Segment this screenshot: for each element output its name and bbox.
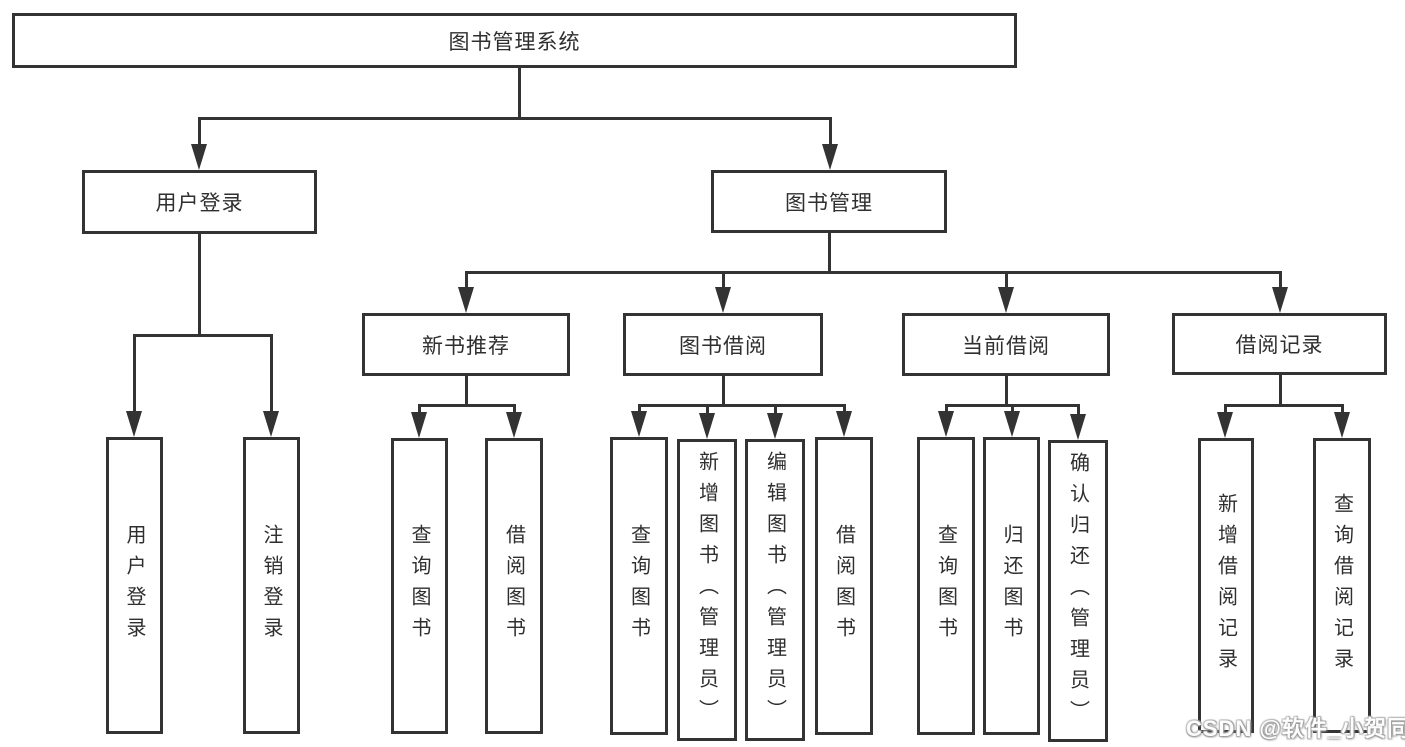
leaf-query-borrow-record: 查询借阅记录 bbox=[1313, 438, 1371, 733]
arrow-down-icon bbox=[1334, 412, 1350, 438]
connector-level3-branch bbox=[465, 271, 1281, 274]
connector-borrowing-records-stem bbox=[1279, 375, 1282, 405]
connector-current-borrowing-stem bbox=[1005, 376, 1008, 405]
node-current-borrowing: 当前借阅 bbox=[902, 313, 1110, 376]
connector-leaf bbox=[843, 404, 846, 411]
connector-leaf bbox=[706, 404, 709, 413]
connector-leaf bbox=[1224, 404, 1227, 412]
leaf-user-login: 用户登录 bbox=[106, 437, 163, 734]
connector-to-new-book bbox=[465, 271, 468, 287]
arrow-down-icon bbox=[631, 411, 647, 437]
node-borrowing-records: 借阅记录 bbox=[1172, 313, 1387, 375]
leaf-borrow-book-recommend: 借阅图书 bbox=[485, 438, 543, 734]
leaf-add-book-admin: 新增图书（管理员） bbox=[677, 439, 737, 741]
arrow-down-icon bbox=[699, 413, 715, 439]
leaf-borrow-book-borrowing: 借阅图书 bbox=[815, 437, 873, 735]
arrow-down-icon bbox=[191, 144, 207, 170]
arrow-down-icon bbox=[767, 413, 783, 439]
connector-leaf bbox=[638, 404, 641, 411]
arrow-down-icon bbox=[715, 287, 731, 313]
connector-new-book-stem bbox=[465, 376, 468, 405]
connector-book-mgmt-stem bbox=[828, 233, 831, 272]
node-root: 图书管理系统 bbox=[12, 13, 1017, 68]
connector-to-leaf-user-login bbox=[133, 334, 136, 411]
connector-leaf bbox=[1077, 404, 1080, 414]
connector-book-borrowing-branch bbox=[638, 404, 846, 407]
connector-new-book-branch bbox=[418, 404, 516, 407]
connector-to-book-borrowing bbox=[722, 271, 725, 287]
leaf-query-book-recommend: 查询图书 bbox=[391, 438, 448, 734]
connector-book-borrowing-stem bbox=[722, 376, 725, 405]
connector-level2-branch bbox=[198, 117, 831, 120]
connector-borrowing-records-branch bbox=[1224, 404, 1344, 407]
arrow-down-icon bbox=[1004, 411, 1020, 437]
connector-root-stem bbox=[518, 68, 521, 118]
leaf-add-borrow-record: 新增借阅记录 bbox=[1198, 438, 1254, 733]
connector-to-book-management bbox=[829, 117, 832, 144]
connector-leaf bbox=[945, 404, 948, 411]
arrow-down-icon bbox=[836, 411, 852, 437]
connector-leaf bbox=[1011, 404, 1014, 411]
arrow-down-icon bbox=[1272, 287, 1288, 313]
node-new-book-recommendation: 新书推荐 bbox=[362, 313, 570, 376]
node-user-login: 用户登录 bbox=[82, 170, 317, 234]
arrow-down-icon bbox=[1070, 414, 1086, 440]
csdn-watermark: CSDN @软件_小贺同学 bbox=[1186, 716, 1405, 741]
node-book-management: 图书管理 bbox=[711, 170, 947, 233]
arrow-down-icon bbox=[458, 287, 474, 313]
leaf-return-book: 归还图书 bbox=[983, 437, 1040, 735]
arrow-down-icon bbox=[411, 412, 427, 438]
arrow-down-icon bbox=[822, 144, 838, 170]
connector-to-leaf-logout bbox=[270, 334, 273, 411]
leaf-logout: 注销登录 bbox=[243, 437, 300, 734]
leaf-query-book-borrowing: 查询图书 bbox=[610, 437, 668, 735]
arrow-down-icon bbox=[263, 411, 279, 437]
connector-leaf bbox=[774, 404, 777, 413]
connector-user-login-branch bbox=[133, 334, 273, 337]
arrow-down-icon bbox=[998, 287, 1014, 313]
arrow-down-icon bbox=[938, 411, 954, 437]
connector-leaf bbox=[1341, 404, 1344, 412]
connector-to-user-login bbox=[198, 117, 201, 144]
arrow-down-icon bbox=[506, 412, 522, 438]
leaf-query-book-current: 查询图书 bbox=[917, 437, 975, 735]
node-book-borrowing: 图书借阅 bbox=[623, 313, 823, 376]
connector-to-current-borrowing bbox=[1005, 271, 1008, 287]
arrow-down-icon bbox=[126, 411, 142, 437]
leaf-edit-book-admin: 编辑图书（管理员） bbox=[745, 439, 805, 741]
connector-user-login-stem bbox=[198, 234, 201, 335]
connector-to-borrowing-records bbox=[1279, 271, 1282, 287]
connector-leaf bbox=[513, 404, 516, 412]
connector-leaf bbox=[418, 404, 421, 412]
arrow-down-icon bbox=[1217, 412, 1233, 438]
leaf-confirm-return-admin: 确认归还（管理员） bbox=[1048, 440, 1108, 742]
